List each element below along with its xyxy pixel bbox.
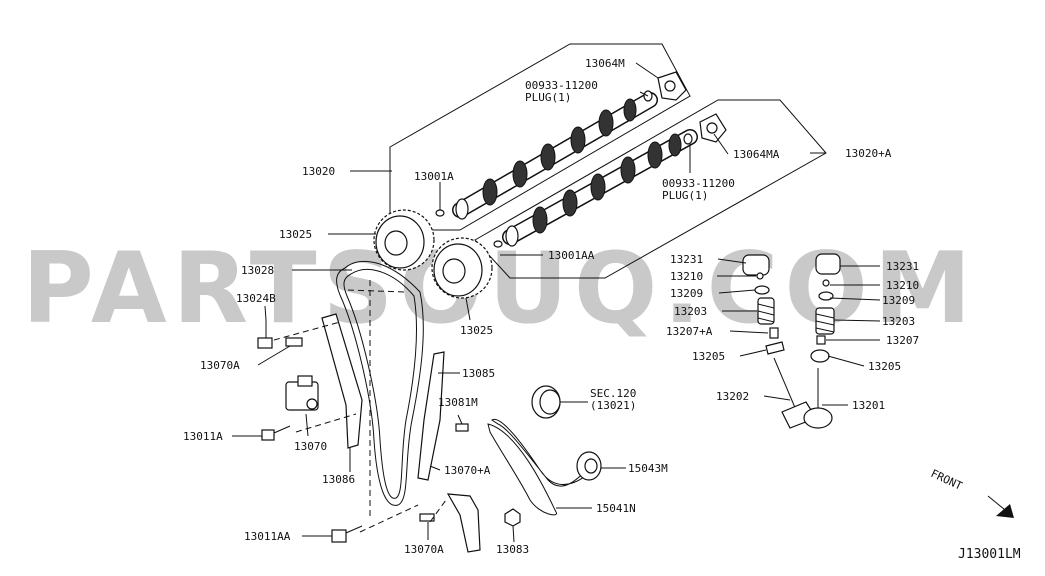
label-13205-a: 13205	[692, 350, 725, 363]
label-00933-a: 00933-11200	[525, 79, 598, 92]
sprocket-sec120	[531, 385, 561, 419]
chain-guide-13086	[321, 313, 363, 449]
label-13203-b: 13203	[882, 315, 915, 328]
spring-seat-right	[810, 349, 830, 363]
label-sec120: SEC.120	[590, 387, 636, 400]
label-13025-a: 13025	[279, 228, 312, 241]
label-13001A: 13001A	[414, 170, 454, 183]
valve-lifter-left	[742, 254, 770, 276]
collet-left	[756, 272, 764, 280]
valve-spring-right	[815, 307, 835, 335]
label-15043M: 15043M	[628, 462, 668, 475]
tensioner-arm-13070A	[446, 493, 481, 553]
label-13070A-lower: 13070A	[404, 543, 444, 556]
label-plug-b: PLUG(1)	[662, 189, 708, 202]
camshaft-intake	[502, 129, 698, 247]
valve-13201	[803, 368, 833, 429]
label-13083: 13083	[496, 543, 529, 556]
spring-seat-left	[765, 341, 785, 355]
label-13020: 13020	[302, 165, 335, 178]
plug-intake	[683, 133, 693, 145]
bolt-13011A	[261, 425, 291, 441]
label-13203-a: 13203	[674, 305, 707, 318]
collet-right	[822, 279, 830, 287]
leader-lines	[232, 62, 881, 543]
label-13081M: 13081M	[438, 396, 478, 409]
timing-chain	[336, 260, 424, 506]
dowel-pin-intake	[493, 240, 503, 248]
label-13231-a: 13231	[670, 253, 703, 266]
label-13001AA: 13001AA	[548, 249, 595, 262]
pin-13081M	[455, 423, 469, 432]
dowel-pin-exhaust	[435, 209, 445, 217]
label-13209-a: 13209	[670, 287, 703, 300]
label-13070A: 13070A	[200, 359, 240, 372]
pin-13070A-upper	[285, 337, 303, 347]
label-13011A: 13011A	[183, 430, 223, 443]
diagram-id: J13001LM	[958, 547, 1021, 562]
label-13086: 13086	[322, 473, 355, 486]
label-plug-a: PLUG(1)	[525, 91, 571, 104]
label-00933-b: 00933-11200	[662, 177, 735, 190]
chain-tensioner-13070	[285, 375, 319, 411]
label-13064MA: 13064MA	[733, 148, 780, 161]
bolt-13011AA	[331, 525, 363, 543]
label-13207-plus-A: 13207+A	[666, 325, 713, 338]
front-arrow: FRONT	[929, 467, 1014, 518]
camshaft-exhaust	[452, 92, 658, 220]
oil-pump-sprocket-15043M	[576, 451, 602, 481]
chain-slack-guide-13085	[417, 351, 445, 481]
label-13070: 13070	[294, 440, 327, 453]
svg-text:FRONT: FRONT	[929, 467, 965, 493]
watermark: PARTSOUQ.COM	[22, 232, 977, 346]
label-13025-b: 13025	[460, 324, 493, 337]
valve-seal-left	[769, 327, 779, 339]
valve-spring-left	[757, 297, 775, 325]
label-13020-plus-A: 13020+A	[845, 147, 892, 160]
label-13202: 13202	[716, 390, 749, 403]
label-13205-b: 13205	[868, 360, 901, 373]
label-13070-plus-A: 13070+A	[444, 464, 491, 477]
oil-pump-chain-15041N	[491, 418, 595, 487]
label-13011AA: 13011AA	[244, 530, 291, 543]
cam-sensor-plate-13064MA	[699, 113, 727, 143]
label-13064M: 13064M	[585, 57, 625, 70]
label-13024B: 13024B	[236, 292, 276, 305]
valve-lifter-right	[815, 253, 841, 275]
retainer-right	[818, 291, 834, 301]
valve-seal-right	[816, 335, 826, 345]
cam-sprocket-exhaust	[373, 209, 435, 271]
label-sec13021: (13021)	[590, 399, 636, 412]
label-13085: 13085	[462, 367, 495, 380]
retainer-left	[754, 285, 770, 295]
cam-sprocket-intake	[431, 237, 493, 299]
label-13028: 13028	[241, 264, 274, 277]
label-13231-b: 13231	[886, 260, 919, 273]
nut-13083	[504, 508, 521, 527]
bolt-13024B	[257, 320, 273, 349]
label-13210-a: 13210	[670, 270, 703, 283]
part-labels: 13064M 00933-11200 PLUG(1) 13020 13001A …	[183, 57, 1021, 562]
label-13210-b: 13210	[886, 279, 919, 292]
label-13209-b: 13209	[882, 294, 915, 307]
label-13207: 13207	[886, 334, 919, 347]
label-13201: 13201	[852, 399, 885, 412]
label-15041N: 15041N	[596, 502, 636, 515]
pin-13070A-lower	[419, 513, 435, 522]
cam-sensor-plate-13064M	[657, 71, 687, 101]
